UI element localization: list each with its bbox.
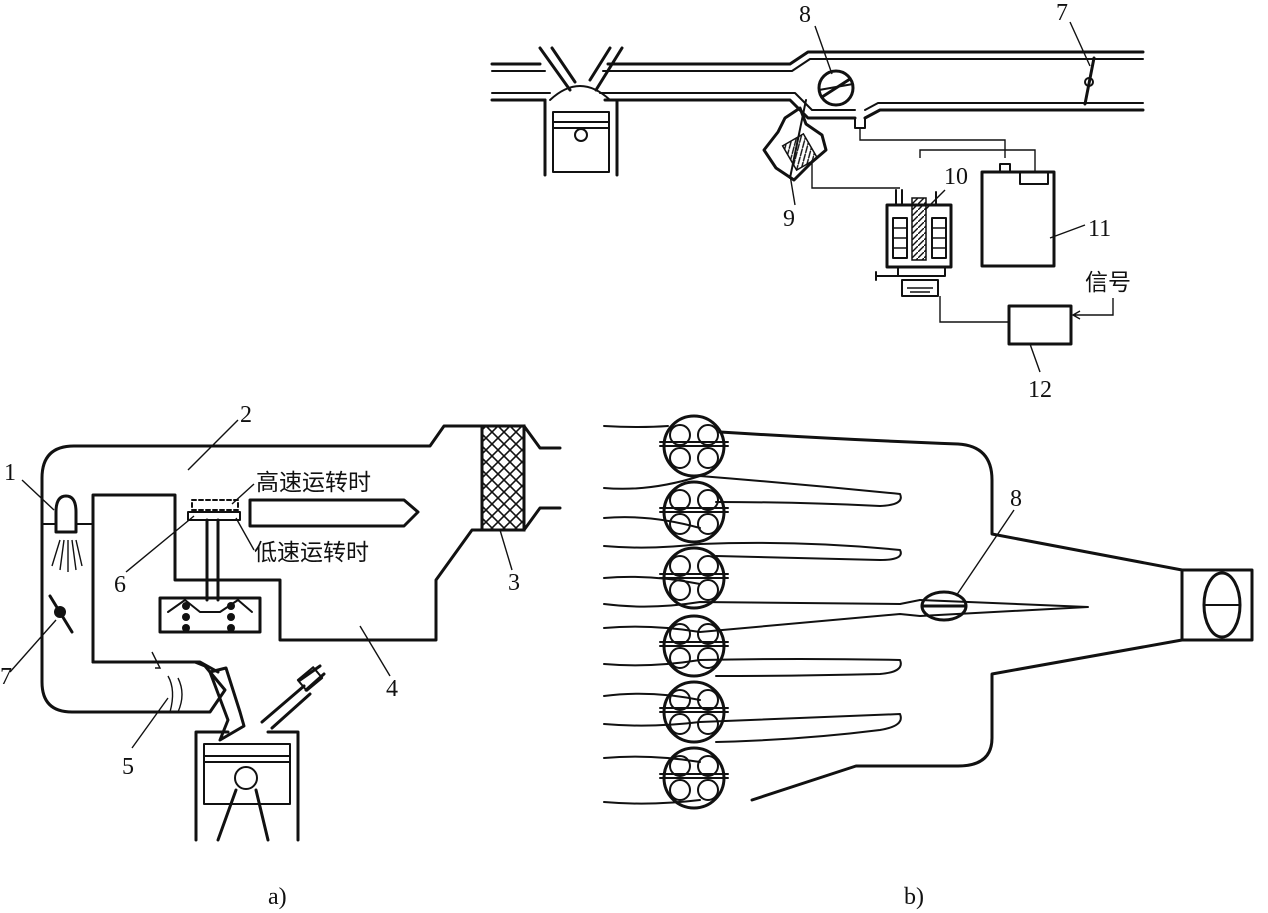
leader-3 [499,529,513,571]
valve-port [538,46,624,92]
leader-5 [131,697,169,749]
leader-4 [359,625,391,677]
label-7-a: 7 [0,664,12,690]
airflow-arrow [151,651,183,713]
piston-rings [552,121,610,129]
label-7-top: 7 [1056,0,1068,26]
top-cylinder [543,98,619,177]
vacuum-nipple [854,117,866,129]
vacuum-line [859,128,1036,172]
label-3: 3 [508,570,520,596]
leader-8b [955,509,1015,597]
caption-a: a) [268,884,287,910]
diagram-a: 1 2 3 4 5 6 7 高速运转时 低速运转时 a) [0,402,562,910]
vacuum-tank-11 [980,163,1056,268]
throttle-shaft [54,606,66,618]
leader-10 [924,189,946,211]
label-high-speed: 高速运转时 [256,470,371,496]
plenum-outer-wall [40,424,484,714]
label-9: 9 [783,206,795,232]
control-wire [939,296,1009,323]
piston-pin [574,128,588,142]
leader-1 [21,479,55,511]
vacuum-actuator-9 [762,99,900,189]
label-low-speed: 低速运转时 [254,540,369,566]
switch-valve-6 [158,499,262,634]
label-4: 4 [386,676,398,702]
label-10: 10 [944,164,968,190]
intake-runners [603,425,1089,805]
leader-7 [1069,21,1091,67]
intake-runner-wall [91,660,220,674]
top-intake-system: 8 7 9 10 11 12 信号 [490,0,1145,403]
label-6: 6 [114,572,126,598]
leader-2 [187,419,239,471]
air-filter-3 [480,424,526,532]
leader-9 [789,174,796,206]
resonance-tube [248,498,420,528]
leader-low [235,517,255,551]
label-12: 12 [1028,377,1052,403]
cylinder-a [194,664,326,842]
cylinder-head-ports [659,414,729,810]
combustion-dome [549,85,611,101]
label-1: 1 [4,460,16,486]
label-8-top: 8 [799,2,811,28]
leader-8 [814,25,833,75]
ecu-12 [1007,304,1073,346]
signal-arrow [1071,298,1114,320]
throttle-valve-7 [1083,56,1096,106]
control-valve-8 [817,69,855,107]
filter-inlet [522,424,562,532]
label-8-b: 8 [1010,486,1022,512]
throttle-disc [1202,571,1242,639]
leader-high [231,483,255,505]
label-2: 2 [240,402,252,428]
diagram-b: 8 b) [603,414,1254,910]
label-signal: 信号 [1085,270,1131,296]
control-valve-8-b [920,590,968,622]
top-piston [552,111,610,173]
label-11: 11 [1088,216,1111,242]
leader-6 [125,515,195,573]
label-5: 5 [122,754,134,780]
intake-pipe-upper-wall [490,50,1145,66]
injector-1 [41,494,94,572]
intake-pipe-lower-inner [491,92,1144,111]
plenum-outline [718,430,1254,802]
caption-b: b) [904,884,924,910]
intake-pipe-upper-inner [491,58,1144,72]
solenoid-valve-10 [875,189,953,297]
leader-11 [1049,224,1086,239]
leader-12 [1029,343,1041,373]
leader-7a [9,619,57,673]
